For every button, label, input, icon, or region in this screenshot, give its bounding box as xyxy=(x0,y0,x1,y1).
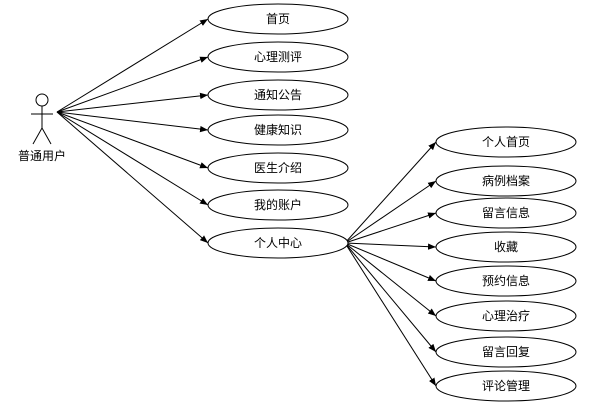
use-case-message-info[interactable]: 留言信息 xyxy=(435,197,577,229)
assoc-doctors xyxy=(56,111,209,169)
use-case-label-account: 我的账户 xyxy=(254,197,302,212)
actor-label: 普通用户 xyxy=(18,148,66,163)
use-case-case-file[interactable]: 病例档案 xyxy=(435,165,577,197)
use-case-label-message-reply: 留言回复 xyxy=(482,345,530,359)
assoc-notice xyxy=(56,92,209,113)
use-case-label-home: 首页 xyxy=(266,12,290,26)
use-case-label-case-file: 病例档案 xyxy=(482,173,530,188)
assoc-health xyxy=(56,111,209,133)
use-case-label-personal-center: 个人中心 xyxy=(254,235,302,250)
use-case-label-psych-test: 心理测评 xyxy=(254,50,302,64)
assoc-message-info xyxy=(344,212,437,244)
use-case-label-pc-home: 个人首页 xyxy=(482,135,530,149)
assoc-favorites xyxy=(344,242,437,250)
assoc-personal-center xyxy=(56,111,209,244)
assoc-home xyxy=(56,18,209,113)
use-case-account[interactable]: 我的账户 xyxy=(207,189,349,221)
use-case-therapy[interactable]: 心理治疗 xyxy=(435,300,577,332)
use-case-psych-test[interactable]: 心理测评 xyxy=(207,41,349,73)
assoc-appointment xyxy=(344,242,437,282)
use-case-label-notice: 通知公告 xyxy=(254,88,302,102)
assoc-pc-home xyxy=(344,141,437,244)
assoc-message-reply xyxy=(344,242,437,353)
actor-associations xyxy=(56,18,209,244)
use-case-label-doctors: 医生介绍 xyxy=(254,161,302,175)
use-case-label-health: 健康知识 xyxy=(254,122,302,137)
use-case-notice[interactable]: 通知公告 xyxy=(207,79,349,111)
use-case-pc-home[interactable]: 个人首页 xyxy=(435,126,577,158)
use-case-label-appointment: 预约信息 xyxy=(482,273,530,288)
actor: 普通用户 xyxy=(18,93,66,163)
personal-center-associations xyxy=(344,141,437,387)
use-case-label-favorites: 收藏 xyxy=(494,240,518,254)
assoc-therapy xyxy=(344,242,437,317)
use-case-doctors[interactable]: 医生介绍 xyxy=(207,152,349,184)
use-case-appointment[interactable]: 预约信息 xyxy=(435,265,577,297)
assoc-psych-test xyxy=(56,56,209,113)
use-case-comment-mgmt[interactable]: 评论管理 xyxy=(435,370,577,402)
use-case-favorites[interactable]: 收藏 xyxy=(435,231,577,263)
use-case-label-therapy: 心理治疗 xyxy=(482,309,530,323)
actor-stick-figure-icon xyxy=(31,93,53,145)
assoc-account xyxy=(56,111,209,206)
use-case-home[interactable]: 首页 xyxy=(207,3,349,35)
assoc-comment-mgmt xyxy=(344,242,437,387)
assoc-case-file xyxy=(344,180,437,244)
use-case-label-message-info: 留言信息 xyxy=(482,205,530,220)
use-case-message-reply[interactable]: 留言回复 xyxy=(435,336,577,368)
use-case-label-comment-mgmt: 评论管理 xyxy=(482,378,530,393)
use-case-personal-center[interactable]: 个人中心 xyxy=(207,227,349,259)
use-case-health[interactable]: 健康知识 xyxy=(207,114,349,146)
